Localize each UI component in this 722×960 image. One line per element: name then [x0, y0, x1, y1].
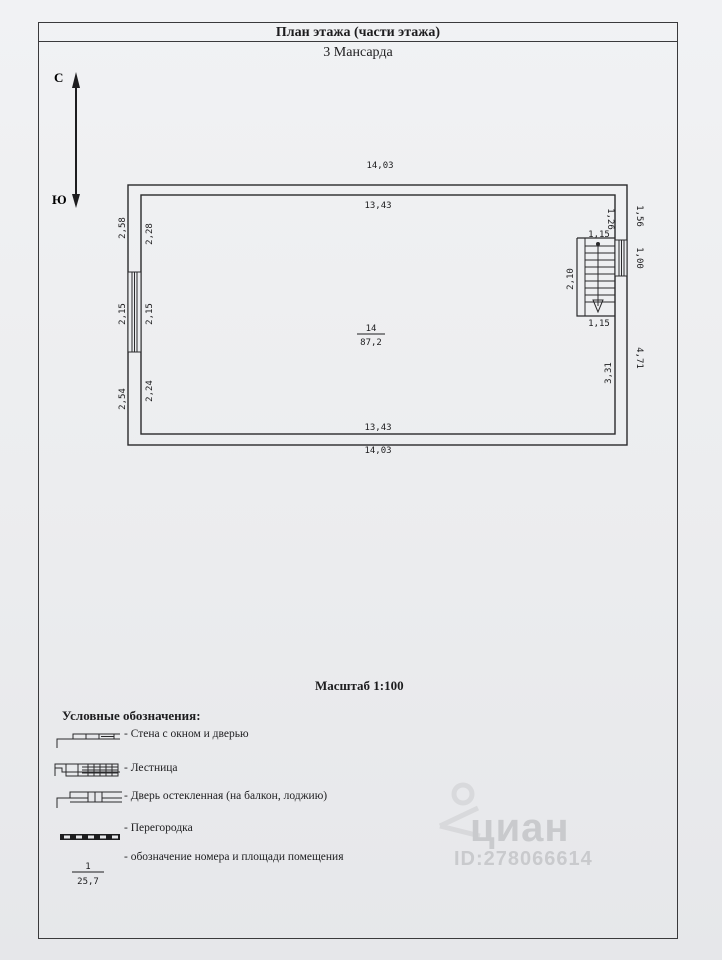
- legend-partition-icon: [60, 834, 120, 840]
- dim-stair-length: 2,10: [566, 268, 576, 290]
- room-area: 87,2: [360, 338, 382, 348]
- dim-right-inner-bottom: 3,31: [604, 362, 614, 384]
- legend-title: Условные обозначения:: [62, 708, 201, 723]
- plan-frame: План этажа (части этажа) 3 Мансарда: [38, 22, 678, 939]
- legend-sample-area: 25,7: [77, 877, 99, 887]
- scale-label: Масштаб 1:100: [315, 678, 404, 693]
- watermark-brand: циан: [470, 806, 570, 850]
- inner-wall: [140, 194, 616, 435]
- dim-left-inner-top: 2,28: [145, 223, 155, 245]
- dim-right-inner-top: 1,26: [605, 208, 615, 230]
- dim-left-inner-bottom: 2,24: [145, 380, 155, 402]
- floor-label: 3 Мансарда: [323, 45, 393, 60]
- watermark-id: ID:278066614: [454, 848, 593, 870]
- cian-logo-icon: [438, 782, 481, 839]
- legend-item-stairs: - Лестница: [124, 762, 178, 774]
- dim-stair-top: 1,15: [588, 230, 610, 240]
- dim-right-outer-bottom: 4,71: [634, 347, 644, 369]
- dim-right-outer-top: 1,56: [634, 205, 644, 227]
- dim-left-outer-bottom: 2,54: [118, 388, 128, 410]
- right-window: [614, 239, 628, 277]
- dim-right-window: 1,00: [634, 247, 644, 269]
- legend-item-glazed-door: - Дверь остекленная (на балкон, лоджию): [124, 790, 328, 802]
- dim-left-outer-top: 2,58: [118, 217, 128, 239]
- legend-sample-number: 1: [85, 862, 90, 872]
- legend-glazed-door-icon: [56, 791, 122, 808]
- dim-outer-bottom: 14,03: [364, 446, 391, 456]
- outer-wall: [127, 184, 628, 446]
- dim-inner-bottom: 13,43: [364, 423, 391, 433]
- dim-outer-top: 14,03: [366, 161, 393, 171]
- dim-left-window-inner: 2,15: [145, 303, 155, 325]
- legend-item-wall: - Стена с окном и дверью: [124, 728, 249, 740]
- plan-title: План этажа (части этажа): [39, 23, 677, 42]
- left-window: [127, 271, 142, 353]
- legend-stairs-icon: [54, 763, 120, 777]
- dim-stair-bottom: 1,15: [588, 319, 610, 329]
- compass-north: С: [54, 70, 63, 85]
- dim-left-window-outer: 2,15: [118, 303, 128, 325]
- room-number: 14: [366, 324, 377, 334]
- stair-direction-arrow-icon: [592, 242, 604, 314]
- legend-item-room-label: - обозначение номера и площади помещения: [124, 851, 344, 863]
- legend-wall-window-door-icon: [56, 733, 120, 748]
- compass-south: Ю: [52, 192, 67, 207]
- legend-item-partition: - Перегородка: [124, 822, 193, 834]
- dim-inner-top: 13,43: [364, 201, 391, 211]
- compass-arrow-icon: [72, 72, 80, 208]
- staircase: [576, 237, 615, 317]
